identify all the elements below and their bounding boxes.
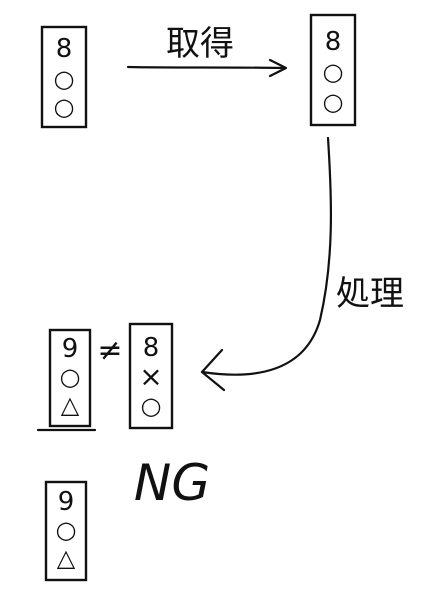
left-box: 9 ○ △ [36,328,97,432]
process-label: 処理 [336,274,404,314]
left-cell-1: 9 [62,334,79,364]
source-cell-2: ○ [54,65,75,93]
left-cell-3: △ [61,391,80,419]
acquired-box: 8 ○ ○ [309,13,357,127]
bottom-cell-3: △ [57,544,76,572]
processed-cell-2: × [139,360,162,393]
not-equal-sign: ≠ [97,333,122,368]
source-cell-3: ○ [54,93,75,121]
acquire-arrow [126,58,288,78]
processed-cell-1: 8 [143,333,160,363]
process-arrow [200,136,333,392]
bottom-cell-2: ○ [56,516,77,544]
result-label: NG [134,454,210,512]
bottom-box: 9 ○ △ [44,480,88,582]
left-cell-2: ○ [60,363,81,391]
processed-box: 8 × ○ [128,322,174,430]
acquired-cell-3: ○ [323,88,344,116]
source-cell-1: 8 [56,34,73,64]
acquire-label: 取得 [166,24,234,64]
processed-cell-3: ○ [141,392,162,420]
bottom-cell-1: 9 [58,487,75,517]
source-box: 8 ○ ○ [40,25,88,129]
acquired-cell-1: 8 [325,27,342,57]
acquired-cell-2: ○ [323,58,344,86]
